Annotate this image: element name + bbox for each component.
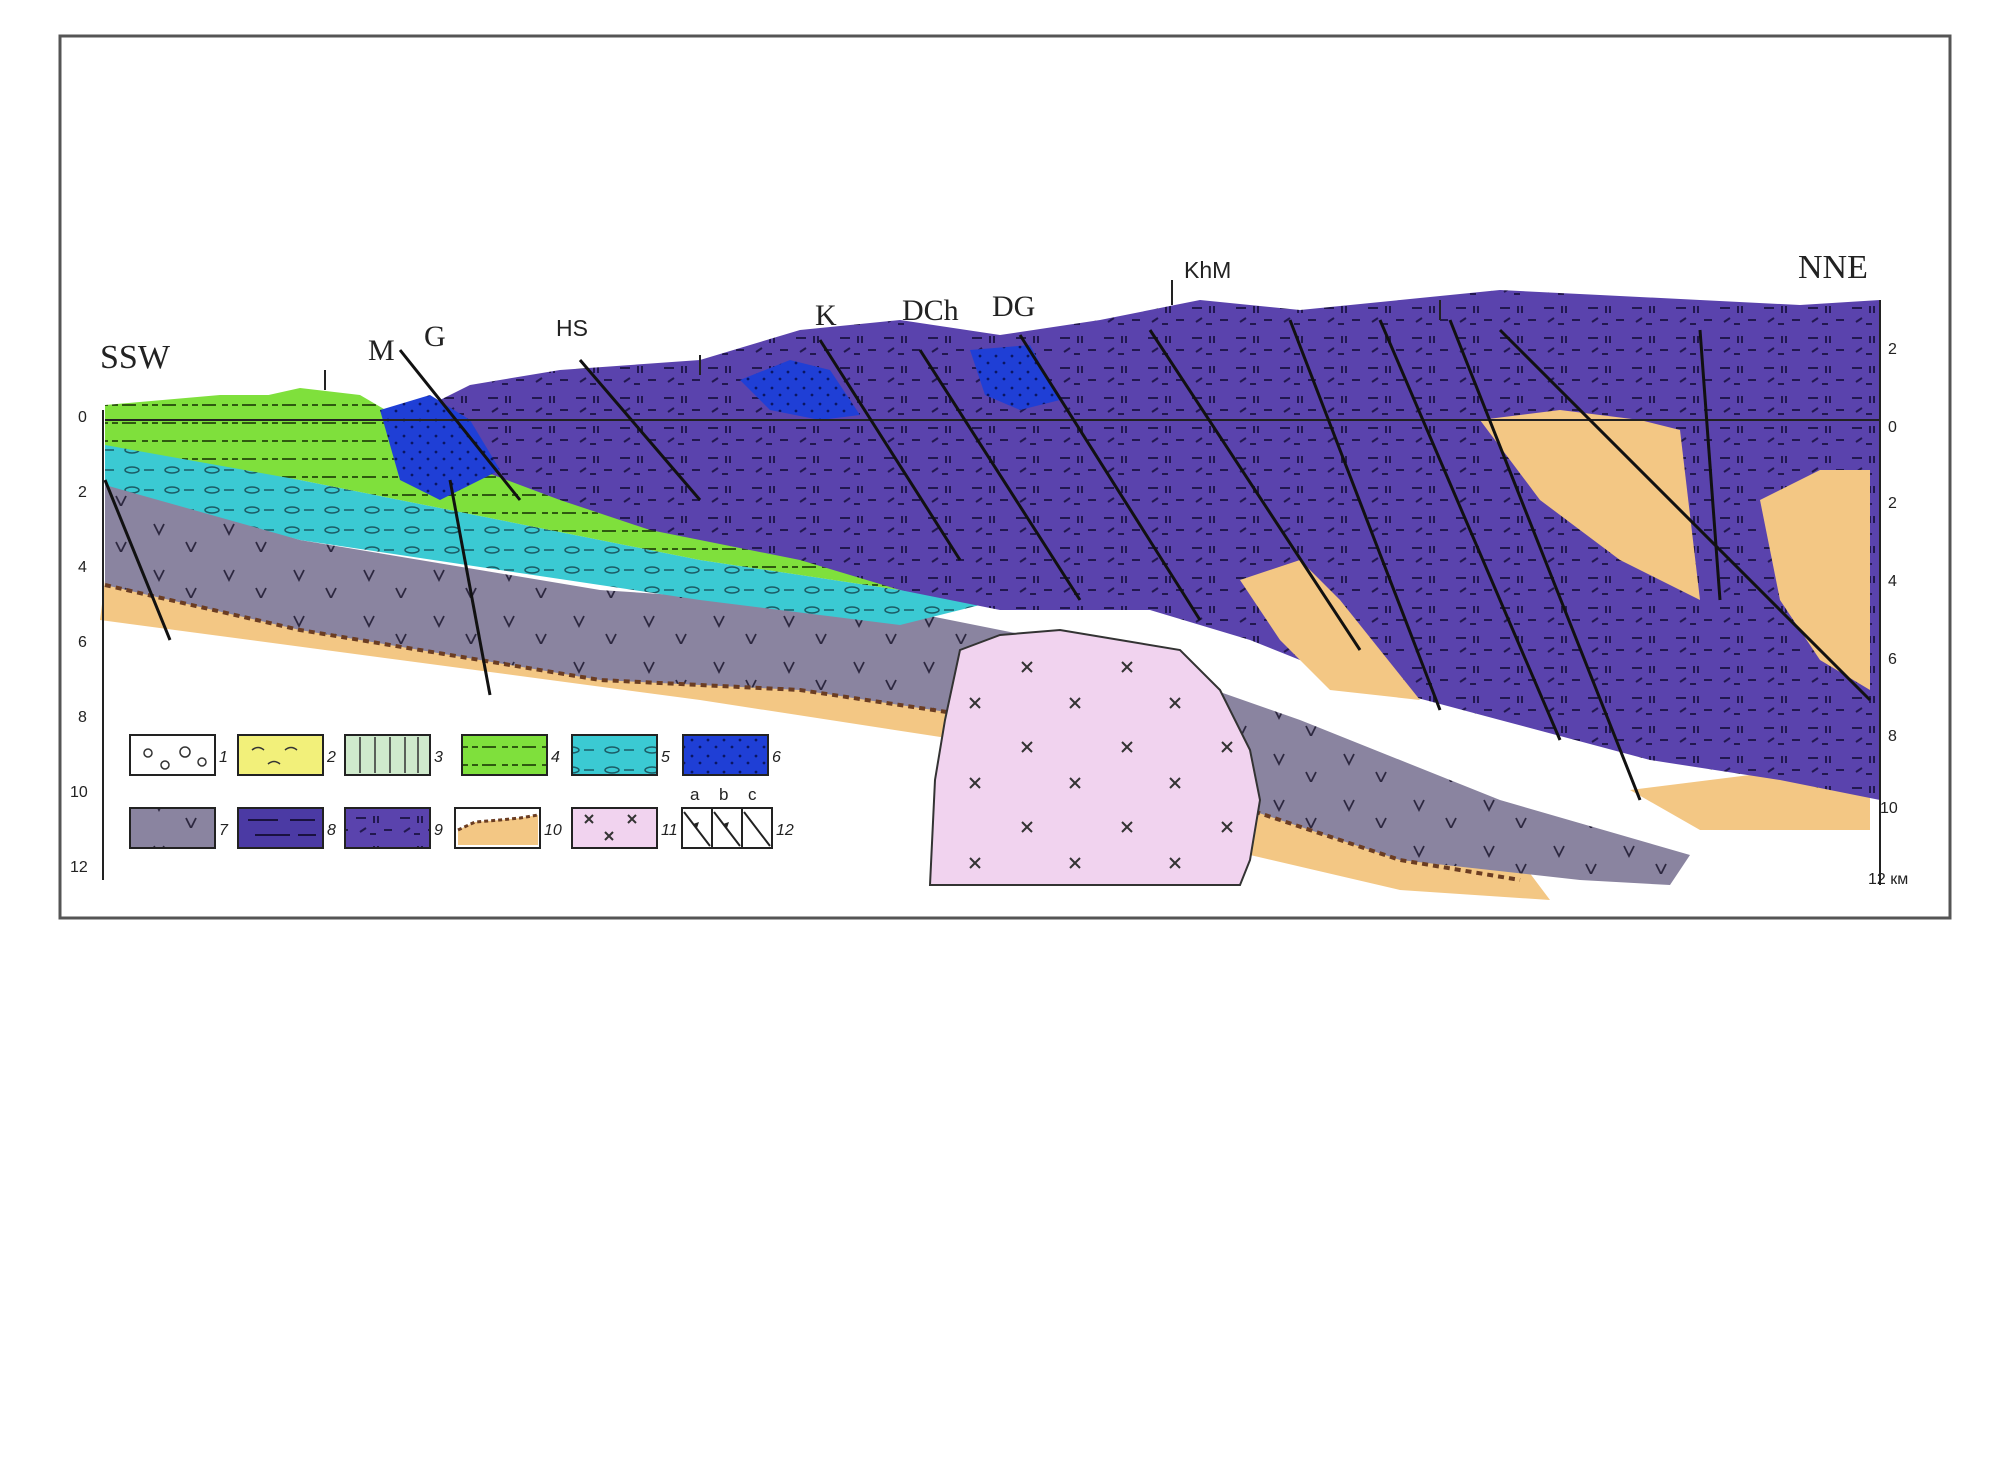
left-tick-label: 10: [70, 784, 88, 801]
legend-swatch-12-pattern: [683, 811, 771, 847]
legend-swatch-9: [344, 807, 431, 849]
left-tick-label: 8: [78, 709, 87, 726]
legend-sub-label: c: [748, 785, 757, 804]
right-tick-label: 8: [1888, 728, 1897, 745]
legend-number: 12: [776, 822, 794, 839]
left-tick-label: 6: [78, 634, 87, 651]
layer-5-cyan: [105, 440, 1000, 625]
legend-swatch-11: [571, 807, 658, 849]
legend-sub-label: b: [719, 785, 728, 804]
legend-swatch-7: [129, 807, 216, 849]
layer-6-blue-central: [740, 360, 860, 420]
volcanic-layer-7: [105, 480, 1690, 885]
right-tick-label: 6: [1888, 651, 1897, 668]
left-depth-ticks: 0 2 4 6 8 10 12: [70, 409, 88, 876]
legend-swatch-2: [237, 734, 324, 776]
right-depth-ticks: 2 0 2 4 6 8 10 12 км: [1868, 341, 1908, 888]
legend-number: 6: [772, 749, 781, 766]
legend-number: 8: [327, 822, 336, 839]
legend-sub-label: a: [690, 785, 700, 804]
left-tick-label: 4: [78, 559, 87, 576]
granite-intrusion: [928, 628, 1262, 886]
locality-label-m: M: [368, 334, 395, 367]
legend-swatch-6: [682, 734, 769, 776]
legend-swatch-10-contact: [457, 813, 539, 832]
right-tick-label: 4: [1888, 573, 1897, 590]
legend: 1 2 3 4 5 6 7 8 9 10 11 a b: [129, 734, 794, 849]
legend-number: 5: [661, 749, 670, 766]
right-tick-label: 2: [1888, 495, 1897, 512]
right-tick-label: 10: [1880, 800, 1898, 817]
locality-label-k: K: [815, 299, 837, 332]
legend-number: 2: [326, 749, 336, 766]
legend-number: 11: [661, 822, 678, 839]
legend-number: 1: [219, 749, 228, 766]
basement-contact-line: [104, 583, 1521, 882]
legend-number: 4: [551, 749, 560, 766]
legend-number: 7: [219, 822, 229, 839]
legend-number: 3: [434, 749, 443, 766]
right-tick-label: 2: [1888, 341, 1897, 358]
orange-antiform-2: [1760, 470, 1870, 690]
legend-swatch-4: [461, 734, 548, 776]
locality-label-g: G: [424, 320, 446, 353]
direction-label-right: NNE: [1798, 249, 1868, 286]
legend-swatch-8: [237, 807, 324, 849]
legend-swatch-5: [571, 734, 658, 776]
surface-markers: [324, 280, 1441, 390]
legend-swatch-11-pattern: [584, 814, 637, 841]
fault-lines: [103, 319, 1872, 801]
left-tick-label: 12: [70, 859, 88, 876]
layer-6-blue-west: [380, 395, 500, 500]
orange-wedge: [1240, 560, 1420, 700]
legend-number: 9: [434, 822, 443, 839]
legend-swatch-3-pattern: [359, 737, 419, 773]
legend-swatch-1: [129, 734, 216, 776]
left-tick-label: 2: [78, 484, 87, 501]
legend-swatch-1-pattern: [143, 746, 207, 770]
legend-number: 10: [544, 822, 562, 839]
locality-label-hs: HS: [556, 315, 588, 341]
legend-swatch-2-pattern: [251, 746, 298, 765]
legend-swatch-8-pattern: [248, 819, 316, 836]
orange-antiform-1: [1480, 410, 1700, 600]
locality-label-khm: KhM: [1184, 257, 1231, 283]
right-tick-label: 12 км: [1868, 871, 1908, 888]
legend-swatch-3: [344, 734, 431, 776]
left-tick-label: 0: [78, 409, 87, 426]
legend-swatch-12-teeth: [693, 822, 729, 828]
direction-label-left: SSW: [100, 339, 171, 376]
locality-label-dch: DCh: [902, 294, 959, 327]
right-tick-label: 0: [1888, 419, 1897, 436]
locality-label-dg: DG: [992, 290, 1035, 323]
